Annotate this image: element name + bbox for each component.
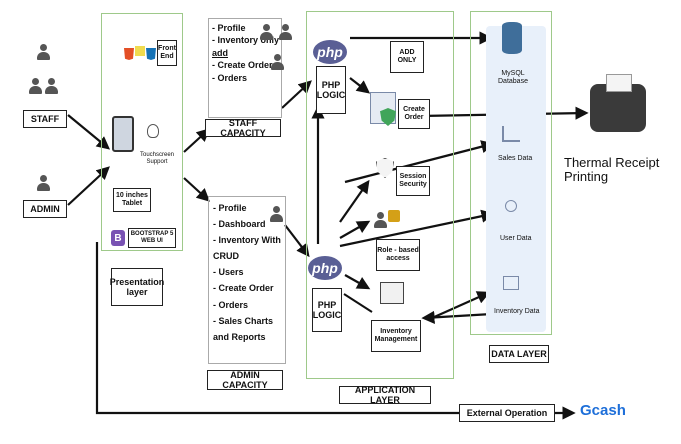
admin-capacity-item: - Dashboard [213,219,266,230]
php-logic-box-top: PHP LOGIC [316,66,346,114]
admin-capacity-item: - Create Order [213,283,274,294]
inventory-data-icon [503,276,519,290]
shield-check-icon [380,108,396,126]
admin-capacity-item: CRUD [213,251,239,262]
arrow-tablet-to-admin-capacity [183,177,210,202]
session-security-box: Session Security [396,166,430,196]
arrow-tablet-to-staff-capacity [183,128,210,153]
application-layer-frame [306,11,454,379]
arrow-php-to-create-order [349,77,371,94]
receipt-paper-icon [606,74,632,92]
php-logo-icon: php [313,40,347,64]
staff-capacity-item: - Orders [212,72,248,83]
line-inventory-to-php [343,293,373,313]
add-only-box: ADD ONLY [390,41,424,73]
data-layer-frame [470,11,552,335]
arrow-staff-capacity-to-php [281,80,312,109]
user-data-icon [505,200,517,212]
tablet-icon [112,116,134,152]
role-access-box: Role - based access [376,239,420,271]
html5-icon [124,48,134,60]
admin-capacity-list: - Profile - Dashboard - Inventory With C… [213,200,281,345]
role-access-lock-icon [388,210,400,222]
inventory-box-icon [380,282,404,304]
admin-box: ADMIN [23,200,67,218]
touchscreen-fingerprint-icon [147,124,159,138]
thermal-printer-icon [590,84,646,132]
arrow-admin-capacity-to-php [284,224,310,258]
admin-capacity-item: - Users [213,267,244,278]
thermal-receipt-label: Thermal Receipt Printing [564,155,660,185]
admin-capacity-item: - Sales Charts [213,315,274,326]
js-icon [135,46,145,56]
user-data-label: User Data [500,235,532,242]
bootstrap-icon: B [111,230,125,246]
inventory-data-label: Inventory Data [494,308,540,315]
php-logic-box-bottom: PHP LOGIC [312,288,342,332]
database-icon [502,22,522,54]
create-order-box: Create Order [398,99,430,129]
staff-capacity-title: STAFF CAPACITY [205,118,281,138]
admin-capacity-frame [208,196,286,364]
arrow-php2-to-session [339,179,370,223]
staff-capacity-item: - Profile [212,23,246,33]
inventory-management-box: Inventory Management [371,320,421,352]
presentation-layer-label: Presentation layer [110,268,164,306]
sales-data-label: Sales Data [498,155,533,162]
staff-box: STAFF [23,110,67,128]
admin-capacity-item: - Profile [213,203,247,213]
staff-capacity-item: add [212,47,229,58]
application-layer-label: APPLICATION LAYER [339,385,431,405]
touchscreen-label: Touchscreen Support [140,152,175,165]
bootstrap-box: BOOTSTRAP 5 WEB UI [128,228,176,248]
presentation-layer-frame [101,13,183,251]
sales-chart-icon [502,126,520,142]
php-logo-icon: php [308,256,342,280]
staff-capacity-item: - Inventory only [212,35,280,46]
mysql-label: MySQL Database [498,70,528,85]
arrow-php2-to-role [339,220,371,239]
data-layer-label: DATA LAYER [489,345,549,363]
data-layer-panel [486,26,546,332]
arrow-inventory-mgmt-to-data [431,291,491,320]
arrow-php2-to-user-data [339,209,495,248]
admin-capacity-item: - Inventory With [213,235,281,246]
admin-capacity-item: - Orders [213,299,249,310]
admin-capacity-item: and Reports [213,331,266,342]
tablet-box: 10 inches Tablet [113,188,151,212]
gcash-label: Gcash [580,402,626,419]
external-operation-box: External Operation [459,404,555,422]
staff-capacity-item: - Create Order [212,60,273,71]
staff-capacity-list: - Profile - Inventory only add - Create … [212,22,279,84]
css3-icon [146,48,156,60]
arrow-data-to-inventory-mgmt [421,310,493,324]
front-end-box: Front End [157,40,177,66]
arrow-external-to-gcash [95,242,576,420]
arrow-php2-to-inventory-mgmt [344,274,371,290]
arrow-php2-to-sales [344,140,495,184]
admin-capacity-title: ADMIN CAPACITY [207,370,283,390]
